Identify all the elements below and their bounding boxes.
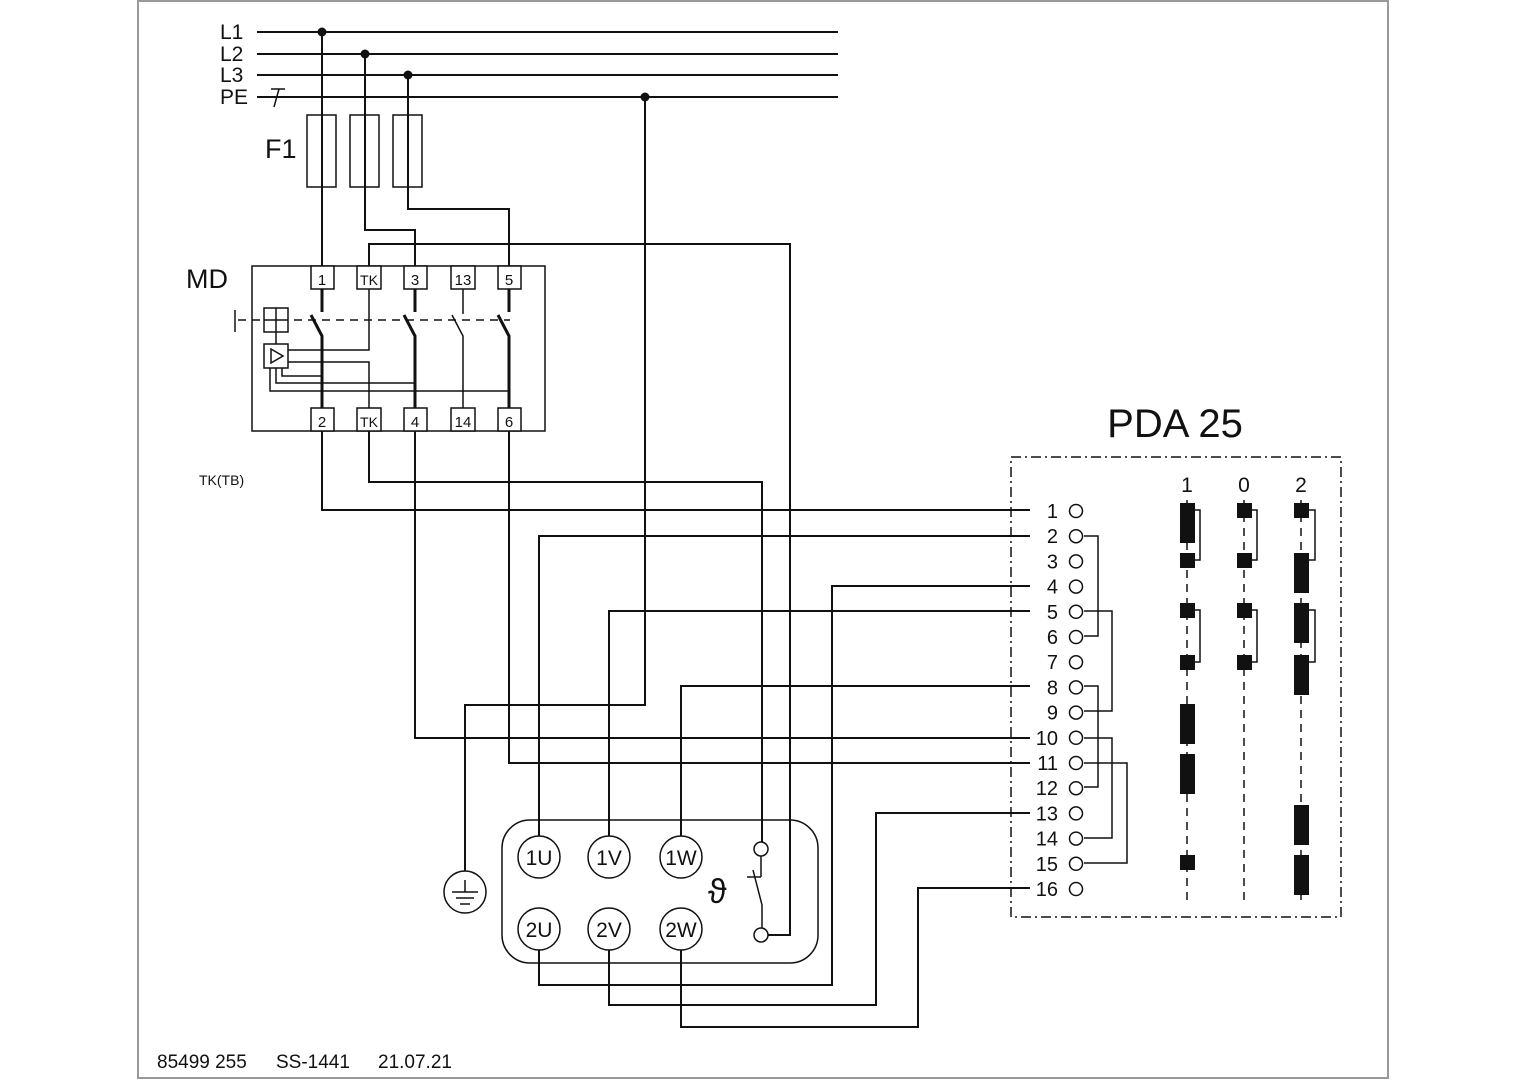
- switch-terminal: [1068, 528, 1084, 544]
- motor-terminal-1w: 1W: [665, 847, 697, 870]
- motor-protector-md: MD 1 TK 3 13 5 2 TK 4 14 6: [186, 264, 546, 432]
- thermal-terminal-top: [753, 841, 769, 857]
- motor-terminal-box: 1U 1V 1W 2U 2V 2W ϑ: [501, 819, 819, 964]
- drawing-frame: [137, 0, 1389, 1079]
- switch-terminal: [1068, 705, 1084, 720]
- switch-terminal-label: 4: [1047, 577, 1058, 599]
- switch-terminal-label: 1: [1047, 501, 1058, 523]
- thermal-contact-note: TK(TB): [199, 472, 244, 488]
- thermal-terminal-bottom: [753, 927, 769, 943]
- feed-wires: [321, 32, 791, 936]
- switch-terminal: [1068, 604, 1084, 620]
- label-l2: L2: [220, 43, 243, 66]
- md-bottom-terminal: TK: [360, 414, 379, 430]
- switch-terminal-label: 11: [1037, 753, 1058, 775]
- switch-terminal: [1068, 503, 1084, 519]
- switch-terminal-label: 16: [1036, 879, 1058, 901]
- pe-mark-icon: [271, 88, 285, 108]
- switch-terminal: [1068, 755, 1084, 771]
- switch-position-0: 0: [1238, 474, 1250, 497]
- switch-terminal-label: 14: [1036, 829, 1058, 851]
- md-output-wires: [321, 431, 1030, 845]
- drawing-id: SS-1441: [276, 1052, 350, 1073]
- switch-terminal: [1068, 579, 1084, 594]
- motor-terminal-2u: 2U: [526, 919, 553, 942]
- motor-terminal-2w: 2W: [665, 919, 697, 942]
- switch-terminal: [1068, 554, 1084, 569]
- switch-terminal-label: 15: [1036, 854, 1058, 876]
- label-l3: L3: [220, 64, 243, 87]
- ground-icon: [443, 870, 487, 914]
- switch-terminal-label: 6: [1047, 627, 1058, 649]
- switch-terminal-label: 13: [1036, 803, 1058, 825]
- md-bottom-terminal: 4: [411, 414, 419, 431]
- motor-terminal-2v: 2V: [596, 919, 622, 942]
- drawing-date: 21.07.21: [378, 1052, 452, 1073]
- motor-wires: [538, 535, 1030, 1028]
- cam-contacts: [1180, 503, 1309, 895]
- label-l1: L1: [220, 21, 243, 44]
- switch-terminal-label: 3: [1047, 551, 1058, 573]
- switch-terminal-label: 9: [1047, 703, 1058, 725]
- md-top-terminal: 5: [505, 272, 513, 289]
- md-top-terminal: 13: [455, 272, 472, 289]
- switch-terminal: [1068, 780, 1084, 796]
- switch-title: PDA 25: [1107, 402, 1243, 446]
- switch-terminal-label: 10: [1036, 728, 1058, 750]
- switch-terminal-label: 5: [1047, 602, 1058, 624]
- md-top-terminal: 1: [318, 272, 326, 289]
- md-bottom-terminal: 14: [455, 414, 472, 431]
- switch-terminal-label: 12: [1036, 778, 1058, 800]
- doc-number: 85499 255: [157, 1052, 247, 1073]
- switch-terminal: [1068, 654, 1084, 670]
- switch-terminal: [1068, 629, 1084, 645]
- md-bottom-terminal: 2: [318, 414, 326, 431]
- motor-terminal-1v: 1V: [596, 847, 622, 870]
- switch-terminal: [1068, 831, 1084, 846]
- fuse-f1: F1: [265, 114, 423, 188]
- switch-terminal-label: 8: [1047, 677, 1058, 699]
- switch-terminal: [1068, 806, 1084, 821]
- thermal-symbol-icon: ϑ: [708, 873, 727, 911]
- fuse-label: F1: [265, 134, 297, 164]
- switch-terminal: [1068, 856, 1084, 872]
- md-label: MD: [186, 264, 228, 294]
- terminal-box-outline: [501, 819, 819, 964]
- md-bottom-terminal: 6: [505, 414, 513, 431]
- supply-lines: L1 L2 L3 PE: [220, 21, 838, 109]
- md-housing: [251, 265, 546, 432]
- motor-terminal-1u: 1U: [526, 847, 553, 870]
- label-pe: PE: [220, 86, 248, 109]
- switch-terminal: [1068, 730, 1084, 746]
- switch-position-1: 1: [1181, 474, 1193, 497]
- switch-outline: [1010, 456, 1342, 918]
- footer: 85499 255 SS-1441 21.07.21: [157, 1052, 452, 1073]
- md-top-terminal: 3: [411, 272, 419, 289]
- switch-terminal-label: 7: [1047, 652, 1058, 674]
- md-top-terminal: TK: [360, 272, 379, 288]
- switch-terminal-label: 2: [1047, 526, 1058, 548]
- switch-terminal: [1068, 881, 1084, 897]
- switch-position-2: 2: [1295, 474, 1307, 497]
- switch-terminal: [1068, 680, 1084, 695]
